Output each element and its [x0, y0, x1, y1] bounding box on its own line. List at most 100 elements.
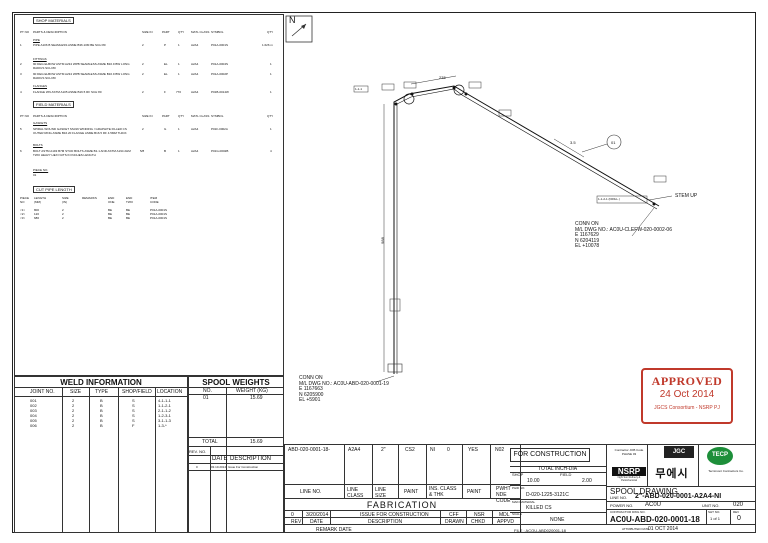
weld-cell: 006 — [30, 423, 37, 428]
tb-hdr-nde: NDE CODE — [496, 492, 511, 504]
stem-up-label: STEM UP — [675, 193, 698, 199]
col-pt-2: PT NO — [20, 114, 30, 118]
support-symbol — [389, 298, 401, 312]
pipe-route-inner — [396, 88, 658, 374]
tb-remark: REMARK DATE — [316, 527, 352, 533]
flanges-label: FLANGES — [33, 84, 48, 88]
weld-cell: B — [100, 403, 103, 408]
tb-rev-hdr-appvd: APPVD — [497, 519, 514, 525]
weld-cell: 003 — [30, 408, 37, 413]
power-no-value: AC0U — [645, 502, 662, 508]
for-construction-label: FOR CONSTRUCTION — [513, 451, 587, 458]
weld-cell: 2 — [72, 418, 75, 423]
weld-cell: B — [100, 408, 103, 413]
tb-ins2-val: 0 — [447, 447, 450, 453]
dim-line-diag — [553, 138, 585, 158]
main-mat-label: MAIN MATERIAL — [512, 500, 536, 504]
bolts-label: BOLTS — [33, 143, 43, 147]
shop-materials-title: SHOP MATERIALS — [33, 17, 74, 24]
spool-weights-panel — [188, 376, 284, 533]
col-qty2-2: QTY — [267, 114, 274, 118]
stem-up-leader — [648, 195, 673, 201]
sw-total-value: 15.69 — [250, 439, 263, 445]
col-size: SIZE IN — [142, 30, 153, 34]
tb-rev-hdr-date: DATE — [310, 519, 323, 525]
scale-value: NONE — [550, 517, 565, 523]
weld-cell: 1-3-* — [158, 423, 167, 428]
weld-tag — [468, 81, 482, 89]
north-arrow-box — [285, 15, 313, 43]
jgc-logo: JGC — [664, 446, 694, 458]
weld-info-title: WELD INFORMATION — [60, 378, 142, 387]
weld-dot — [652, 202, 656, 206]
col-desc: PARTS & DESCRIPTION — [33, 30, 67, 34]
weld-cell: S — [132, 418, 135, 423]
weld-cell: B — [100, 418, 103, 423]
weld-dot — [394, 102, 398, 106]
weld-tag — [653, 175, 667, 183]
top-conn-leader — [631, 207, 655, 237]
weld-cell: 2 — [72, 398, 75, 403]
weld-dot — [410, 92, 414, 96]
tb-rev-row-drawn: CFF — [449, 512, 459, 518]
tb-rev-row-appvd: MDL — [499, 512, 510, 518]
weld-cell: 3-1-1-3 — [158, 418, 171, 423]
file-label: FILE : ACOU-ABD020001-18 — [514, 528, 566, 533]
col-class: MATL CLASS — [191, 30, 210, 34]
jgc-korean-logo: 무에시 — [655, 467, 689, 480]
unit-no-label: UNIT NO. — [702, 503, 720, 508]
col-desc-2: PARTS & DESCRIPTION — [33, 114, 67, 118]
fittings-label: FITTINGS — [33, 57, 47, 61]
rev-col-no: REV. NO. — [189, 449, 207, 454]
north-arrow-head — [301, 24, 306, 29]
shop-value: 10.00 — [527, 478, 540, 484]
tb-paint-val: CS2 — [405, 447, 415, 453]
tb-hdr-size: LINE SIZE — [375, 487, 387, 499]
weld-tag — [381, 83, 395, 91]
tb-size-val: 2" — [381, 447, 386, 453]
bot-conn-note: CONN ON M/L DWG NO.: AC0U-ABD-020-0001-1… — [299, 375, 389, 403]
material-panel — [14, 14, 284, 376]
weld-col-joint: JOINT NO. — [30, 389, 55, 395]
rev-row-desc: Issue For Construction — [228, 465, 259, 469]
weld-cell: F — [132, 423, 135, 428]
tb-hdr-class: LINE CLASS — [347, 487, 364, 499]
weld-cell: B — [100, 398, 103, 403]
col-size-2: SIZE IN — [142, 114, 153, 118]
col-part: PART — [162, 30, 170, 34]
tb-class-val: A2A4 — [348, 447, 361, 453]
tec-logo: TECP — [706, 446, 734, 466]
weld-cell: S — [132, 408, 135, 413]
tb-rev-hdr-drawn: DRAWN — [445, 519, 464, 525]
weld-cell: 002 — [30, 403, 37, 408]
weld-cell: 001 — [30, 398, 37, 403]
tag-left: 1-1-1 — [355, 87, 363, 91]
gaskets-label: GASKETS — [33, 121, 48, 125]
north-label: N — [289, 15, 296, 25]
approved-stamp: APPROVED 24 Oct 2014 JGCS Consortium - N… — [641, 368, 733, 424]
location-tag — [353, 85, 369, 93]
contractor-dwg-label: CONTRACTOR DWG NO. — [610, 510, 646, 514]
dim-line-top — [410, 75, 457, 85]
col-symbol: SYMBOL — [211, 30, 224, 34]
dim-top: 235 — [439, 75, 446, 80]
sheet-value: 1 of 1 — [710, 516, 721, 521]
elbow-symbol — [403, 93, 415, 105]
sw-row-no: 01 — [203, 395, 209, 401]
sheet-label: SHT NO. — [708, 510, 721, 514]
field-label: FIELD — [560, 472, 572, 477]
weld-cell: 004 — [30, 413, 37, 418]
dim-vert: 988 — [379, 237, 385, 244]
pid-label: P&ID NO. — [512, 486, 526, 490]
nsrp-logo: NSRP Nghi Son Refinery & Petrochemical — [612, 463, 646, 485]
ref-balloon-val: 01 — [611, 140, 616, 145]
weld-col-type: TYPE — [95, 389, 109, 395]
field-value: 2.00 — [582, 478, 592, 484]
sw-col-weight: WEIGHT (KG) — [236, 388, 268, 394]
spool-drawing-label: SPOOL DRAWING — [610, 487, 678, 496]
weld-cell: 1-2-3-1 — [158, 413, 171, 418]
tb-rev-hdr-rev: REV — [291, 519, 302, 525]
weld-cell: B — [100, 413, 103, 418]
field-materials-title: FIELD MATERIALS — [33, 101, 74, 108]
